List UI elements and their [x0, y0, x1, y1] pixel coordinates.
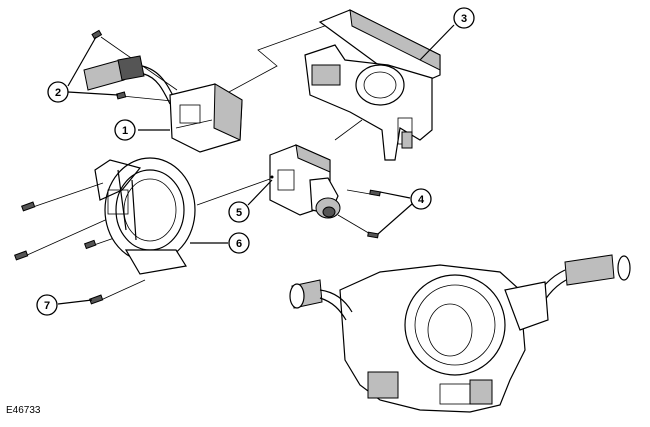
callout-2: 2 — [47, 36, 119, 103]
figure-id: E46733 — [6, 405, 41, 416]
callout-5: 5 — [228, 179, 273, 223]
switch-pin — [270, 175, 274, 179]
switch-housing — [304, 9, 441, 161]
screw-group-6 — [14, 201, 97, 261]
assembly-leader-lines — [24, 14, 377, 301]
callout-2-label: 2 — [55, 87, 61, 99]
screw — [369, 189, 381, 197]
callout-7-label: 7 — [44, 300, 50, 312]
callout-7: 7 — [36, 294, 93, 316]
screw — [367, 231, 379, 239]
callout-3-label: 3 — [461, 13, 467, 25]
callout-5-label: 5 — [236, 207, 242, 219]
screw — [91, 29, 103, 40]
screw-group-2 — [91, 29, 127, 100]
screw — [14, 250, 29, 261]
callout-1: 1 — [114, 119, 170, 141]
rotary-coupler — [94, 157, 196, 275]
callout-3: 3 — [419, 7, 475, 61]
screw-group-4 — [367, 189, 381, 239]
screw — [83, 239, 97, 250]
callout-6: 6 — [190, 232, 250, 254]
screw — [89, 294, 104, 305]
callout-4: 4 — [377, 188, 432, 235]
wiper-switch — [83, 55, 243, 153]
screw — [116, 91, 127, 100]
lighting-switch — [269, 144, 341, 219]
callout-1-label: 1 — [122, 125, 128, 137]
callout-6-label: 6 — [236, 238, 242, 250]
callout-4-label: 4 — [418, 194, 425, 206]
assembled-switch-unit — [289, 254, 631, 413]
screw — [21, 201, 36, 212]
screw-group-7 — [89, 294, 104, 305]
